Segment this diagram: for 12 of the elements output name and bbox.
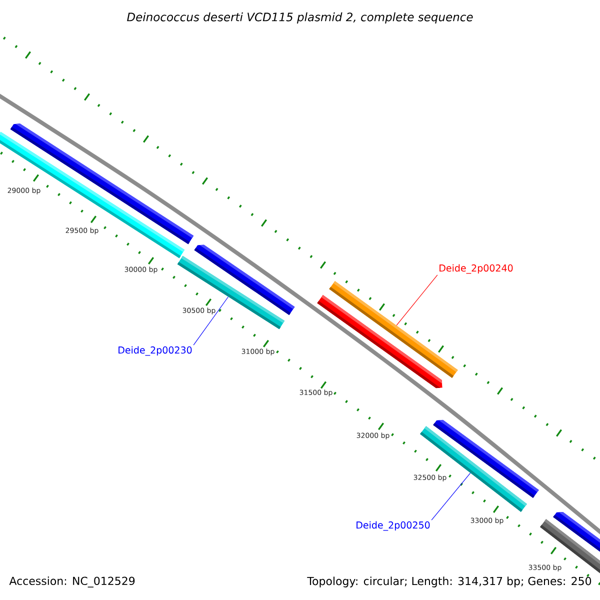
gene-block xyxy=(0,132,185,258)
accession-text: Accession: NC_012529 xyxy=(9,576,135,588)
leader-line xyxy=(193,296,228,346)
summary-text: Topology: circular; Length: 314,317 bp; Genes: 250 xyxy=(307,576,592,588)
leader-line xyxy=(396,274,438,326)
title: Deinococcus deserti VCD115 plasmid 2, complete sequence xyxy=(127,12,473,24)
gene-label: Deide_2p00230 xyxy=(118,346,192,356)
gene-label: Deide_2p00250 xyxy=(356,521,430,531)
gene-label: Deide_2p00240 xyxy=(440,264,513,274)
gene-block xyxy=(177,256,285,330)
gene-block xyxy=(317,294,442,388)
leader-line xyxy=(431,472,471,520)
